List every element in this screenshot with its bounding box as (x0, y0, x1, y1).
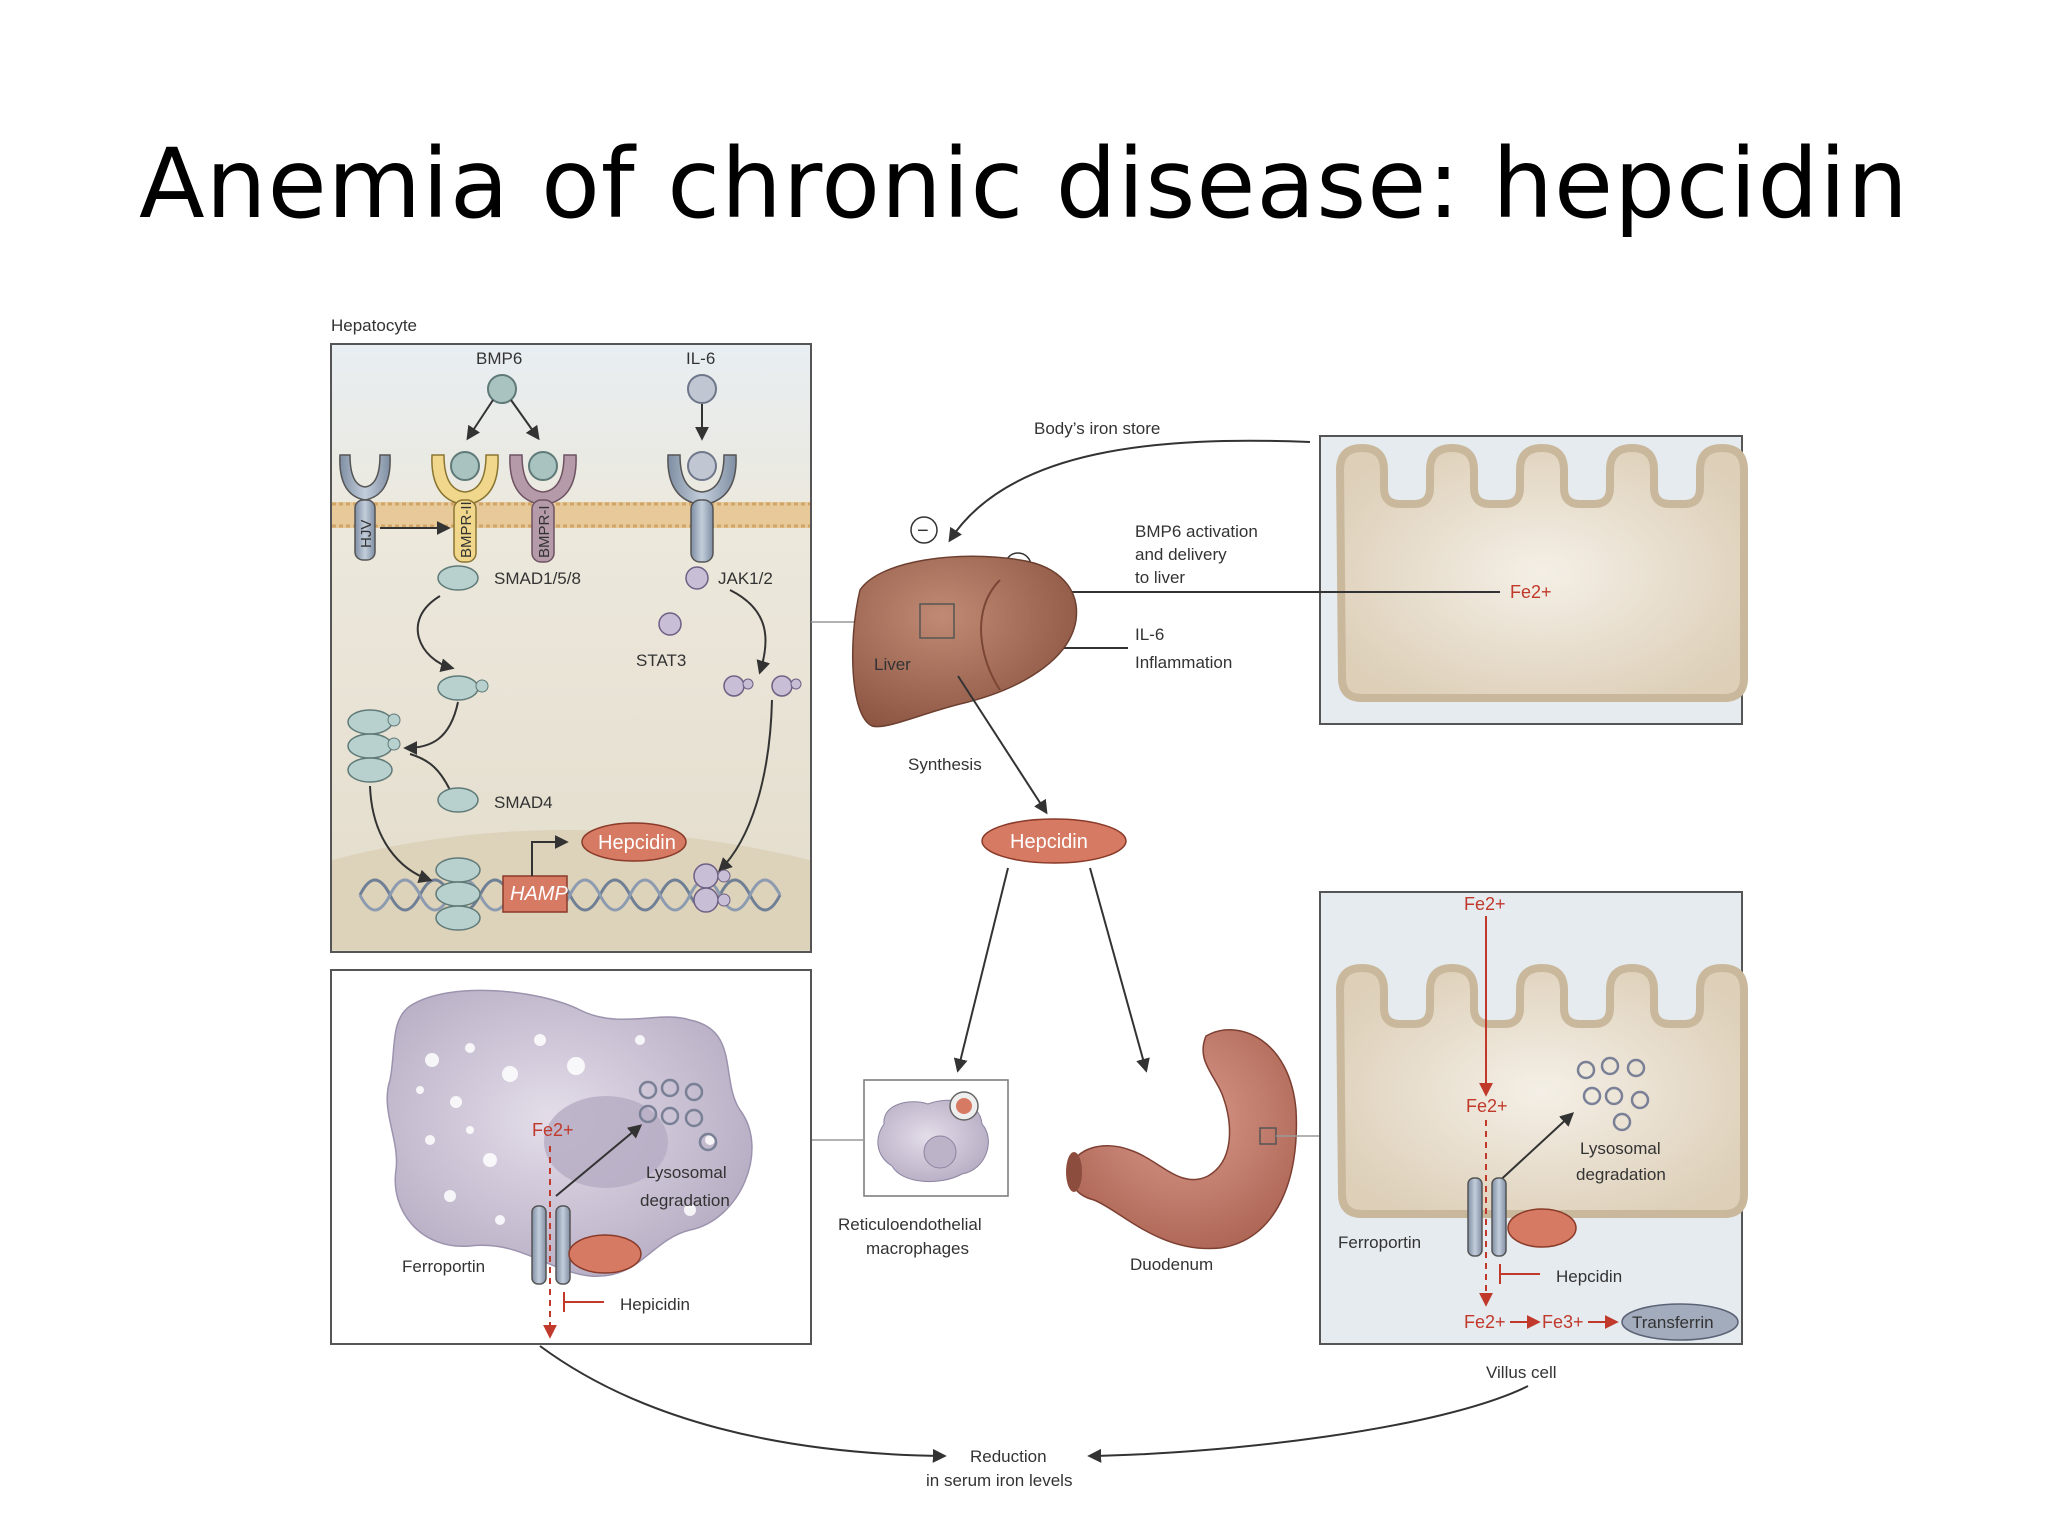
duodenum-label: Duodenum (1130, 1255, 1213, 1274)
lysosome-cluster-villus (1576, 1056, 1650, 1132)
smad158-protein (437, 565, 479, 591)
jak12-protein (685, 566, 709, 590)
liver-organ (851, 555, 1078, 728)
macrophages-label-line1: Reticuloendothelial (838, 1215, 982, 1234)
macrophage-panel: Fe2+ Lysosomal degradation Ferroportin H… (330, 969, 812, 1345)
macrophage-fe-label: Fe2+ (532, 1120, 574, 1140)
villus-top-panel: Fe2+ (1319, 435, 1748, 725)
villus-cell-bottom (1335, 963, 1748, 1218)
villus-lysosomal-line1: Lysosomal (1580, 1139, 1661, 1158)
villus-cell-top (1335, 443, 1748, 702)
jak12-label: JAK1/2 (718, 569, 773, 588)
transferrin-protein (1621, 1303, 1739, 1341)
bmp6-ligand (487, 374, 517, 404)
hepcidin-nucleus-label: Hepcidin (598, 832, 676, 854)
villus-fe3-label: Fe3+ (1542, 1312, 1584, 1332)
villus-hepcidin-label: Hepcidin (1556, 1267, 1622, 1286)
minus-sign (910, 516, 938, 544)
transferrin-label: Transferrin (1632, 1313, 1714, 1332)
smad4-label: SMAD4 (494, 793, 553, 812)
stat3-label: STAT3 (636, 651, 686, 670)
cell-membrane (332, 502, 810, 528)
macrophage-lysosomal-line1: Lysosomal (646, 1163, 727, 1182)
smad158-label: SMAD1/5/8 (494, 569, 581, 588)
villus-cell-label: Villus cell (1486, 1363, 1557, 1382)
bmpr2-label: BMPR-II (458, 501, 475, 558)
macrophage-nucleus (544, 1096, 668, 1188)
il6-receptor (667, 451, 737, 563)
bmp6-activation-line3: to liver (1135, 568, 1185, 587)
bmpr1-label: BMPR-I (536, 506, 553, 559)
ferroportin-villus (1467, 1177, 1507, 1257)
liver-label: Liver (874, 655, 911, 674)
stat3-protein (658, 612, 682, 636)
reduction-label-line1: Reduction (970, 1447, 1047, 1466)
hepcidin-bound-villus (1507, 1208, 1577, 1248)
villus-bottom-panel: Fe2+ Fe2+ Lysosomal degradation Ferropor… (1319, 891, 1748, 1382)
minus-label: − (917, 520, 929, 542)
il6-input-label: IL-6 (1135, 625, 1164, 644)
macrophages-label-line2: macrophages (866, 1239, 969, 1258)
villus-top-fe-label: Fe2+ (1510, 582, 1552, 602)
hepcidin-bound-macrophage (568, 1234, 642, 1274)
center-flow: Body’s iron store − + BMP6 activation an… (539, 419, 1529, 1490)
bmpr1-receptor: BMPR-I (509, 451, 577, 563)
smad-complex-dna (435, 857, 481, 931)
il6-label: IL-6 (686, 349, 715, 368)
reduction-label-line2: in serum iron levels (926, 1471, 1072, 1490)
villus-lysosomal-line2: degradation (1576, 1165, 1666, 1184)
macrophage-ferroportin-label: Ferroportin (402, 1257, 485, 1276)
hamp-label: HAMP (510, 883, 568, 905)
hjv-receptor: HJV (339, 454, 391, 561)
duodenum-organ (1069, 1029, 1298, 1250)
villus-ferroportin-label: Ferroportin (1338, 1233, 1421, 1252)
bmpr2-receptor: BMPR-II (431, 451, 499, 563)
ferroportin-macrophage (531, 1205, 571, 1285)
villus-bottom-fe-top-label: Fe2+ (1464, 894, 1506, 914)
hepatocyte-label: Hepatocyte (331, 316, 417, 335)
hepcidin-circulating (981, 818, 1127, 864)
vesicles (416, 1034, 715, 1225)
bmp6-activation-line1: BMP6 activation (1135, 522, 1258, 541)
hepcidin-nucleus (581, 822, 687, 862)
hepatocyte-panel: Hepatocyte BMP6 IL-6 HJV B (330, 316, 812, 953)
hjv-label: HJV (358, 520, 375, 548)
hamp-gene (502, 875, 568, 913)
stat3-dna (693, 863, 731, 913)
villus-fe2-label: Fe2+ (1464, 1312, 1506, 1332)
macrophage-lysosomal-line2: degradation (640, 1191, 730, 1210)
liver-inset-box (919, 603, 955, 639)
smad-complex (347, 709, 401, 783)
macrophage-hepicidin-label: Hepicidin (620, 1295, 690, 1314)
villus-bottom-fe-mid-label: Fe2+ (1466, 1096, 1508, 1116)
il6-ligand (687, 374, 717, 404)
bmp6-label: BMP6 (476, 349, 522, 368)
stat3-dimer (723, 675, 802, 697)
inflammation-label: Inflammation (1135, 653, 1232, 672)
smad4-protein (437, 787, 479, 813)
body-iron-store-label: Body’s iron store (1034, 419, 1160, 438)
hepcidin-circulating-label: Hepcidin (1010, 831, 1088, 853)
synthesis-label: Synthesis (908, 755, 982, 774)
slide-title: Anemia of chronic disease: hepcidin (139, 128, 1909, 240)
bmp6-activation-line2: and delivery (1135, 545, 1227, 564)
lysosome-cluster (638, 1078, 718, 1152)
nucleus (332, 830, 810, 950)
